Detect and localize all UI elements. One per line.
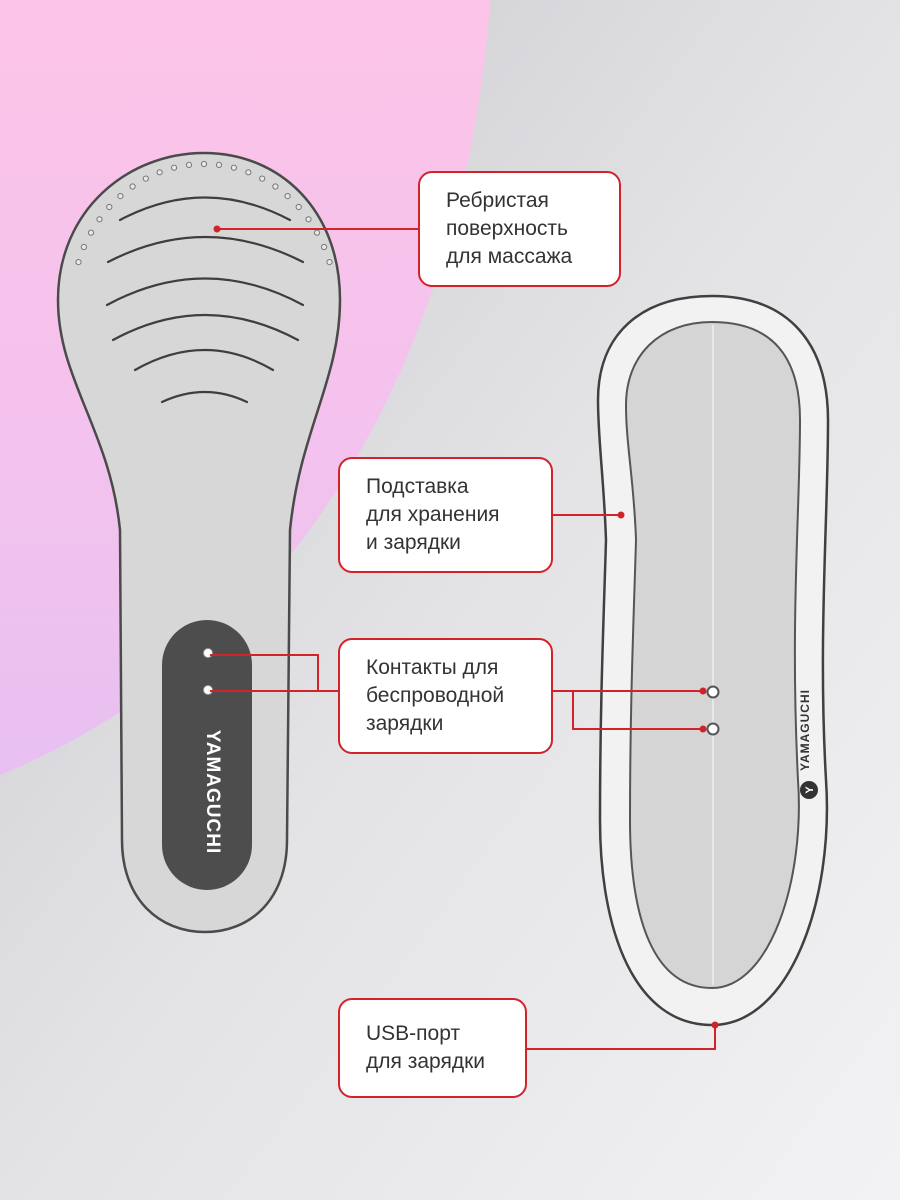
rib	[133, 349, 275, 372]
rib	[118, 196, 292, 222]
callout-stand: Подставка для хранения и зарядки	[338, 457, 553, 573]
brush-bump	[313, 229, 321, 236]
brush-bump	[171, 164, 178, 171]
brush-bump	[117, 193, 124, 200]
rib	[160, 390, 249, 404]
brush-bump	[215, 161, 223, 168]
brush-ribs	[105, 196, 305, 404]
dock-brand-label: YAMAGUCHI	[798, 689, 812, 771]
brush-bump	[80, 243, 88, 251]
rib	[106, 236, 305, 264]
callout-stand-text: Подставка для хранения и зарядки	[366, 475, 500, 554]
dock-logo-letter: Y	[804, 786, 816, 794]
callout-usb-port-text: USB-порт для зарядки	[366, 1022, 486, 1073]
cleansing-brush: YAMAGUCHI	[56, 151, 342, 934]
brush-bump	[96, 216, 103, 223]
leader-dots	[213, 225, 719, 1029]
brush-bump	[87, 229, 95, 236]
dock-contact-ring	[706, 722, 720, 736]
leader-usb-port	[527, 1025, 716, 1050]
brush-bump	[230, 164, 237, 171]
brush-bump	[272, 183, 279, 190]
brush-panel	[162, 620, 252, 890]
brush-bump	[75, 259, 82, 266]
brush-contact-dot	[203, 648, 213, 658]
leader-dot	[213, 225, 221, 233]
callout-massage-surface: Ребристая поверхность для массажа	[418, 171, 621, 287]
dock-logo-icon	[800, 781, 818, 799]
brush-bump	[106, 203, 113, 211]
brush-bump	[295, 203, 302, 211]
rib	[105, 277, 305, 307]
dock-contact-ring	[706, 685, 720, 699]
brush-body	[56, 151, 342, 934]
leader-dock-contacts	[553, 690, 703, 730]
brush-bump	[305, 216, 312, 223]
brush-bump	[129, 183, 136, 190]
brush-bump	[245, 169, 252, 176]
brush-brand-label: YAMAGUCHI	[202, 730, 223, 854]
brush-bump	[259, 175, 266, 182]
callout-contacts: Контакты для беспроводной зарядки	[338, 638, 553, 754]
callout-contacts-text: Контакты для беспроводной зарядки	[366, 656, 505, 735]
rib	[111, 314, 300, 342]
leader-dot	[617, 511, 625, 519]
charging-dock: YAMAGUCHI Y	[596, 294, 830, 1027]
leader-lines	[210, 228, 716, 1050]
brush-bump	[200, 160, 208, 168]
brush-bump	[142, 175, 149, 182]
callout-massage-surface-text: Ребристая поверхность для массажа	[446, 189, 573, 268]
brush-bumps	[75, 160, 333, 266]
brush-bump	[156, 169, 163, 176]
brush-bump	[326, 259, 333, 266]
leader-dot	[699, 725, 707, 733]
brush-bump	[185, 161, 193, 168]
brush-bump	[284, 193, 291, 200]
brush-bump	[321, 243, 328, 251]
callout-usb-port: USB-порт для зарядки	[338, 998, 527, 1098]
leader-dot	[711, 1021, 719, 1029]
leader-dot	[699, 687, 707, 695]
leader-brush-contacts	[210, 654, 338, 692]
